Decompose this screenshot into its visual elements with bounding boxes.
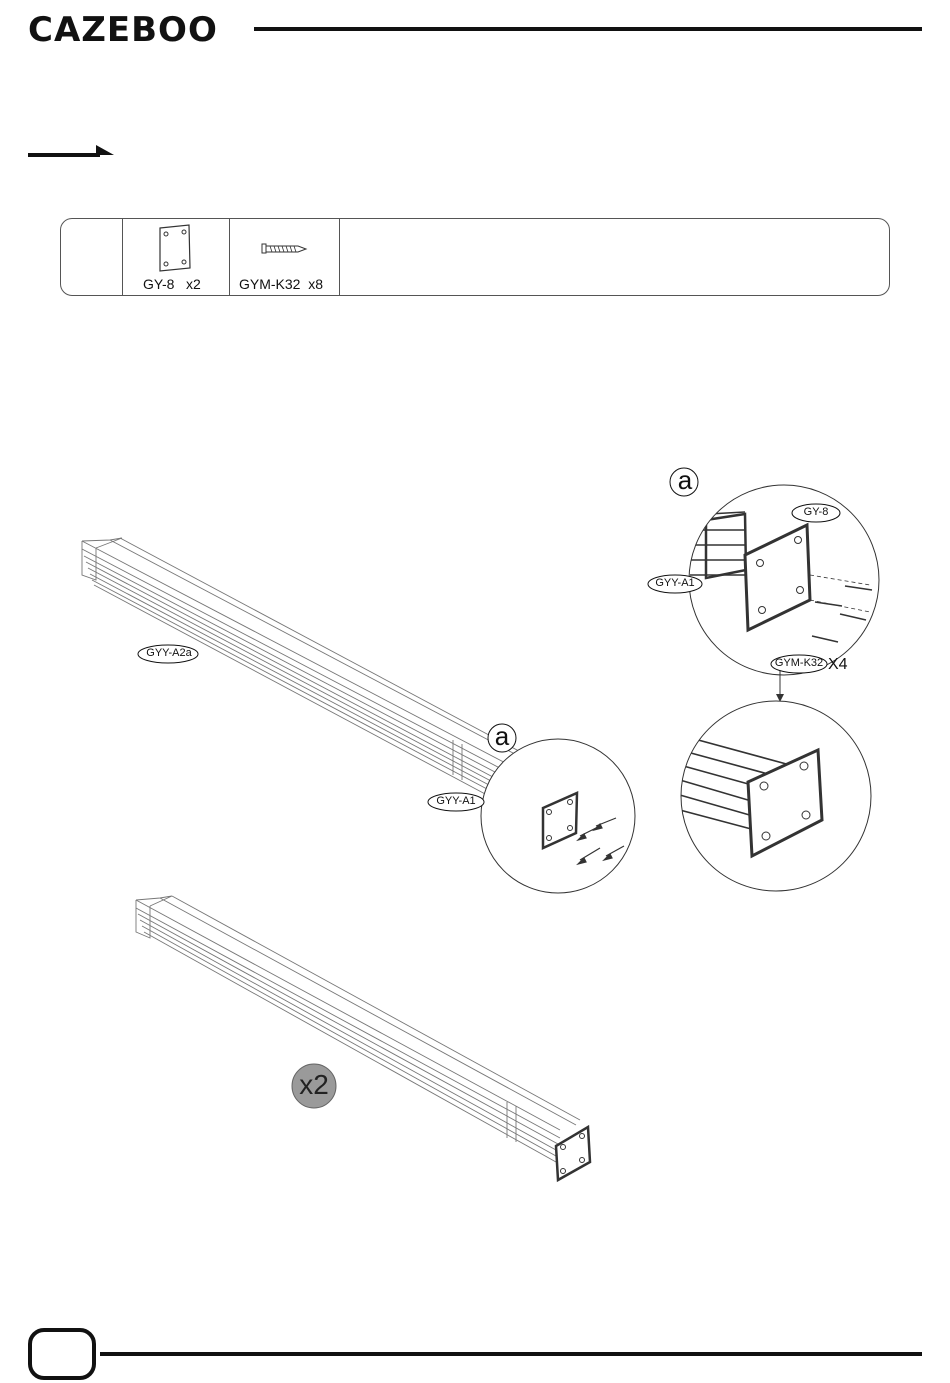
table-divider — [122, 218, 123, 296]
table-divider — [339, 218, 340, 296]
rail-lower — [136, 896, 580, 1162]
callout-post-small: GYY-A1 — [430, 795, 482, 807]
detail-circle-assembled — [681, 701, 871, 891]
rail-upper-end — [505, 762, 534, 814]
detail-circle-small — [481, 739, 635, 893]
part-label-gy-8: GY-8 x2 — [143, 275, 201, 293]
screw-count-label: X4 — [828, 656, 848, 674]
callout-post-zoom: GYY-A1 — [649, 577, 701, 589]
rail-lower-plate — [556, 1127, 590, 1180]
part-label-gym-k32: GYM-K32 x8 — [239, 275, 323, 293]
footer-rule — [100, 1352, 922, 1356]
callout-screw: GYM-K32 — [772, 657, 826, 669]
quantity-badge-label: x2 — [292, 1068, 336, 1102]
callout-plate: GY-8 — [796, 506, 836, 518]
table-divider — [229, 218, 230, 296]
callout-rail-top: GYY-A2a — [145, 647, 193, 659]
page-number-box — [28, 1328, 96, 1380]
detail-marker-a-large: a — [671, 465, 699, 495]
rail-upper — [82, 538, 532, 803]
detail-circle-large — [689, 485, 879, 675]
brand-logo: CAZEBOO — [28, 10, 218, 50]
header-rule — [254, 27, 922, 31]
detail-marker-a-small: a — [488, 721, 516, 751]
